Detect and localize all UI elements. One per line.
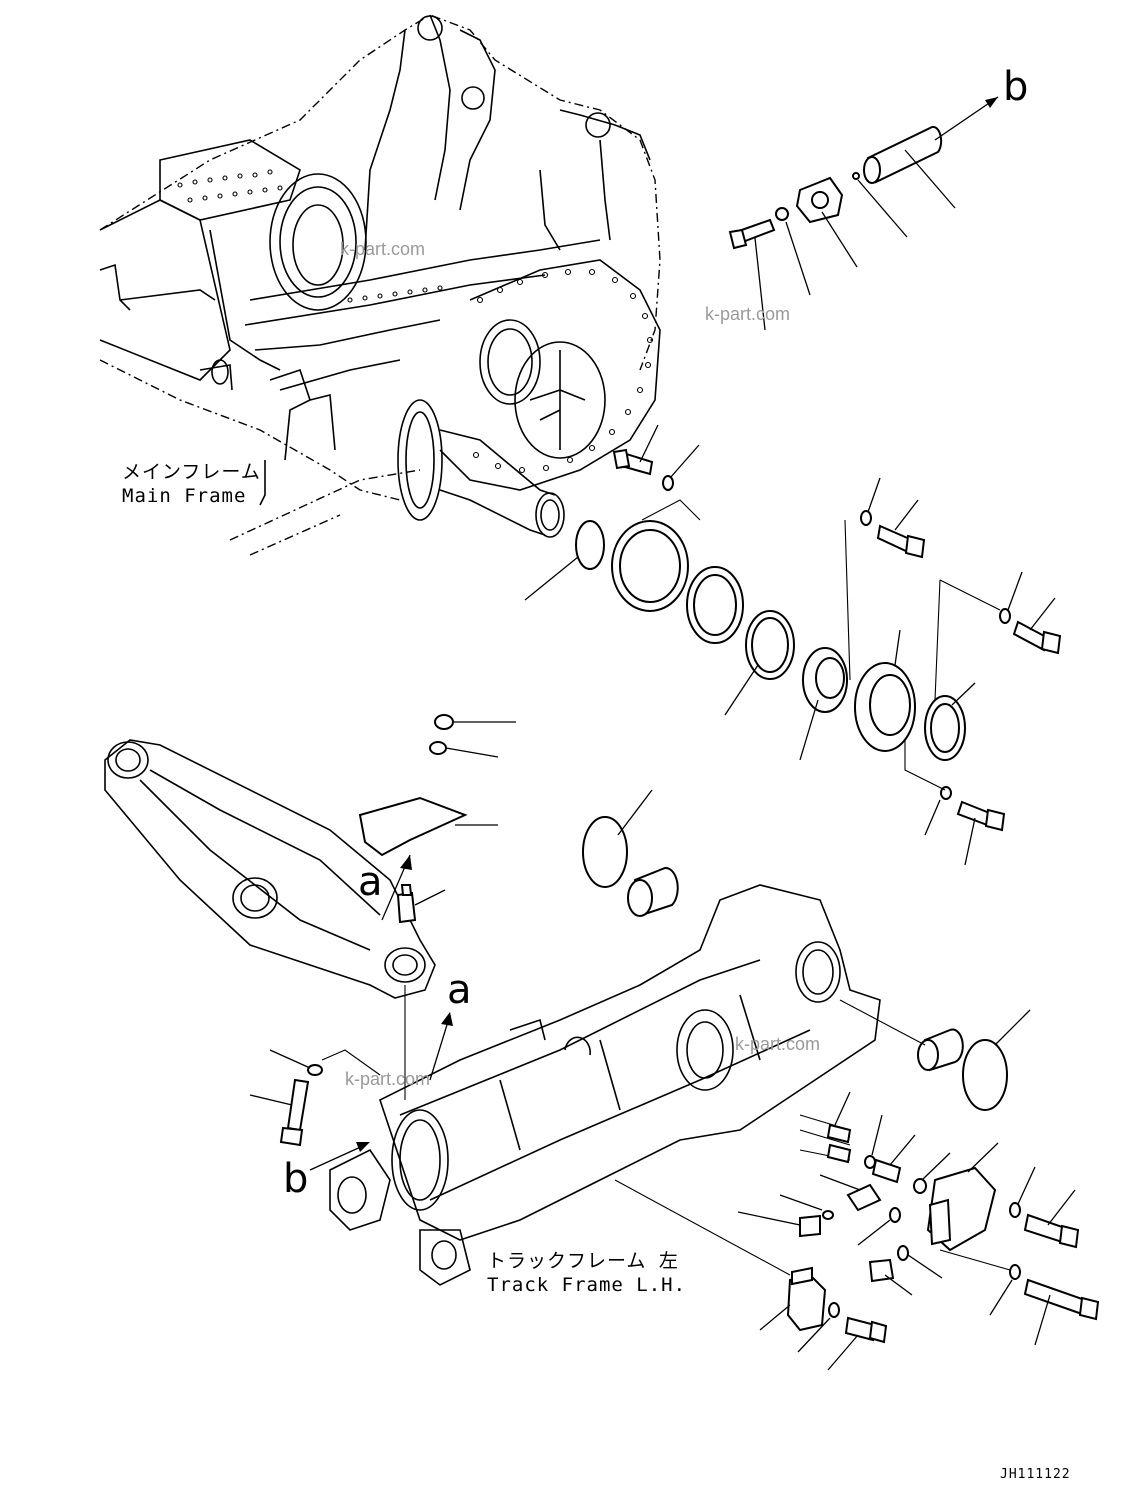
track-frame-label-jp: トラックフレーム 左 xyxy=(487,1250,679,1272)
watermark: k-part.com xyxy=(340,239,425,259)
drawing-code: JH111122 xyxy=(1000,1467,1071,1482)
callout-a-lower: a xyxy=(447,967,472,1013)
main-frame-drawing xyxy=(99,14,661,556)
callout-b-top: b xyxy=(1003,64,1028,110)
track-frame-label-en: Track Frame L.H. xyxy=(487,1274,686,1296)
equalizer-bar xyxy=(104,714,516,1100)
watermark: k-part.com xyxy=(735,1034,820,1054)
callout-a-upper: a xyxy=(358,859,383,905)
track-frame-drawing xyxy=(249,789,1100,1371)
callout-b-lower: b xyxy=(283,1156,308,1202)
pin-assembly xyxy=(728,96,999,331)
main-frame-label-en: Main Frame xyxy=(122,485,246,507)
main-frame-label-jp: メインフレーム xyxy=(122,461,261,483)
watermark: k-part.com xyxy=(705,304,790,324)
bearing-seal-stack xyxy=(524,424,1062,866)
watermark: k-part.com xyxy=(345,1069,430,1089)
